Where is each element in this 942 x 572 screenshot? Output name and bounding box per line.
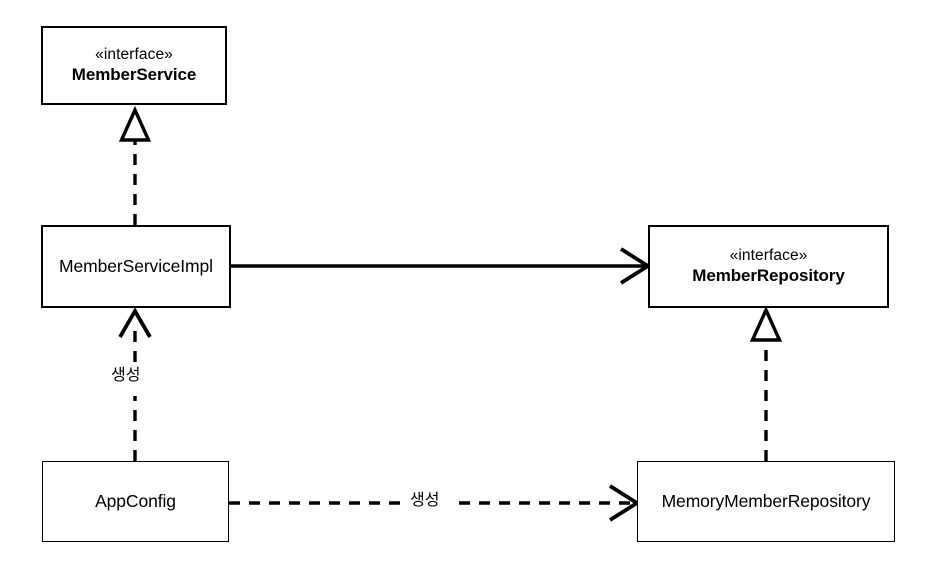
class-name-label: MemberServiceImpl <box>59 255 213 276</box>
class-box-app-config[interactable]: AppConfig <box>42 461 229 542</box>
edge-impl-realizes-service <box>118 105 152 225</box>
stereotype-label: «interface» <box>95 45 173 63</box>
class-box-memory-member-repository[interactable]: MemoryMemberRepository <box>637 461 895 542</box>
class-box-member-service[interactable]: «interface» MemberService <box>41 26 227 105</box>
class-name-label: AppConfig <box>95 490 176 511</box>
class-name-label: MemberRepository <box>692 265 845 285</box>
stereotype-label: «interface» <box>729 246 808 264</box>
edge-memory-realizes-repository <box>749 305 783 461</box>
edge-appconfig-creates-impl <box>118 307 152 461</box>
class-box-member-service-impl[interactable]: MemberServiceImpl <box>41 225 231 308</box>
edge-label-create-horizontal: 생성 <box>406 491 444 511</box>
edge-label-create-vertical: 생성 <box>107 366 145 386</box>
edge-impl-uses-repository <box>231 247 652 285</box>
class-box-member-repository[interactable]: «interface» MemberRepository <box>648 225 889 308</box>
class-name-label: MemoryMemberRepository <box>661 490 871 511</box>
class-name-label: MemberService <box>71 64 197 84</box>
